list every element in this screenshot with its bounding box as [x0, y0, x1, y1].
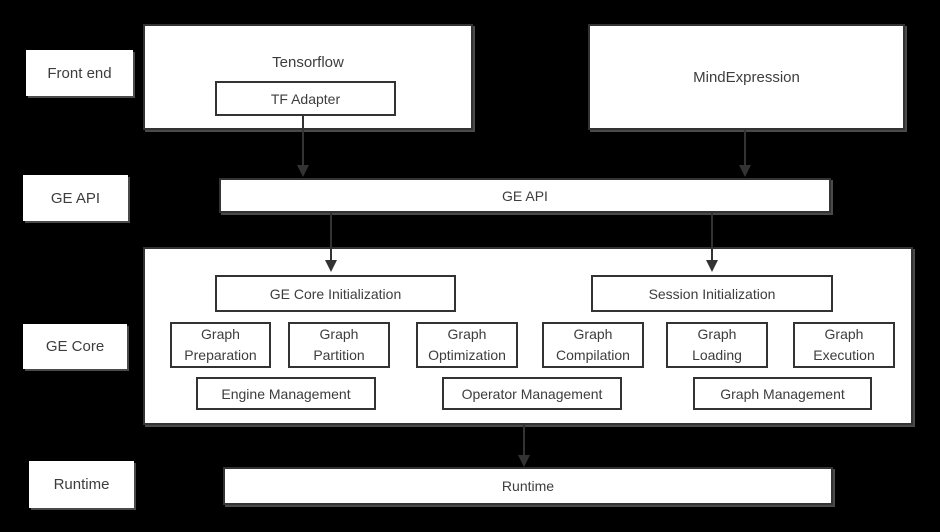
arrow-ge-core-to-runtime [523, 425, 525, 455]
session-initialization-box: Session Initialization [591, 275, 833, 312]
arrow-ge-api-to-session-initialization [711, 213, 713, 260]
arrow-mindexpression-to-ge-api [744, 130, 746, 165]
runtime-box: Runtime [223, 467, 833, 505]
graph-loading-box: Graph Loading [666, 322, 768, 368]
graph-compilation-box: Graph Compilation [542, 322, 644, 368]
graph-execution-box: Graph Execution [793, 322, 895, 368]
row-label-ge-api: GE API [23, 175, 128, 221]
mindexpression-box: MindExpression [588, 24, 905, 130]
arrow-tf-adapter-to-ge-api [302, 114, 304, 165]
graph-management-box: Graph Management [693, 377, 872, 410]
row-label-runtime: Runtime [29, 461, 134, 508]
ge-core-initialization-box: GE Core Initialization [215, 275, 456, 312]
tensorflow-label: Tensorflow [272, 54, 344, 71]
ge-api-box: GE API [219, 178, 831, 213]
engine-management-box: Engine Management [196, 377, 376, 410]
graph-optimization-box: Graph Optimization [416, 322, 518, 368]
operator-management-box: Operator Management [442, 377, 622, 410]
tensorflow-box: Tensorflow TF Adapter [143, 24, 473, 130]
graph-preparation-box: Graph Preparation [170, 322, 271, 368]
graph-partition-box: Graph Partition [288, 322, 390, 368]
row-label-front-end: Front end [26, 50, 133, 96]
row-label-ge-core: GE Core [23, 324, 127, 369]
arrow-ge-api-to-ge-core-initialization [330, 213, 332, 260]
tf-adapter-box: TF Adapter [215, 81, 396, 116]
ge-core-box: GE Core Initialization Session Initializ… [143, 247, 913, 425]
